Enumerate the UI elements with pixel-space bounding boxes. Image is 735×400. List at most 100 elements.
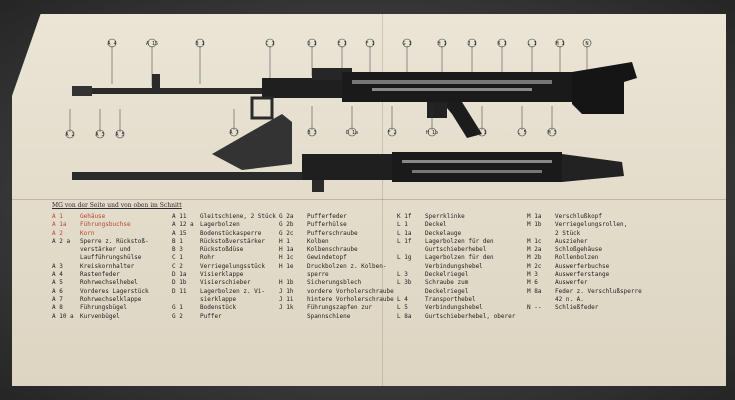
part-code: M 2b <box>527 254 542 262</box>
legend-row: D 1b Visierschieber <box>172 279 276 287</box>
legend-row: 2 Stück <box>527 230 642 238</box>
part-code: D 11 <box>172 287 187 295</box>
callout-label: F 1 <box>365 41 374 47</box>
callout-label: A 15 <box>146 41 158 47</box>
legend-row: A 2 Korn <box>52 230 149 238</box>
legend-row: sperre <box>279 271 394 279</box>
part-description: Verriegelungsstück <box>200 262 266 270</box>
part-description: sierklappe <box>200 295 237 303</box>
part-description: Auszieher <box>555 237 588 245</box>
part-description: Auswerfer <box>555 279 588 287</box>
part-description: Rohr <box>200 254 215 262</box>
part-code: G 2c <box>279 229 294 237</box>
gun-side-view <box>72 62 637 138</box>
part-code: A 8 <box>52 304 63 312</box>
callout-label: K 1 <box>477 130 486 136</box>
part-code: L 1a <box>397 229 412 237</box>
legend-row: Verbindungshebel <box>397 263 515 271</box>
callout-label: L 1 <box>527 41 536 47</box>
part-code: H 1a <box>279 246 294 254</box>
fold-line-horizontal <box>12 199 726 200</box>
part-code: A 5 <box>52 279 63 287</box>
part-code: A 7 <box>52 295 63 303</box>
part-code: D 1a <box>172 271 187 279</box>
part-code: C 1 <box>172 254 183 262</box>
part-description: Sperrklinke <box>425 213 465 220</box>
part-description: Sperre z. Rückstoß- <box>80 237 149 245</box>
part-description: Schloßgehäuse <box>555 246 602 254</box>
callout-label: A 5 <box>115 132 124 138</box>
legend-row: M 2a Schloßgehäuse <box>527 246 642 254</box>
part-code: M 2a <box>527 246 542 254</box>
part-description: Führungsbuchse <box>80 221 131 229</box>
part-code: H 1b <box>279 279 294 287</box>
part-description: Pufferfeder <box>307 213 347 220</box>
part-description: Verschlußkopf <box>555 213 602 220</box>
part-description: Pufferhülse <box>307 221 347 229</box>
part-description: Gurtschieberhebel <box>425 246 487 254</box>
part-description: Laufführungshülse <box>80 254 142 262</box>
callout-leaders-bottom <box>69 106 553 132</box>
part-description: Deckelriegel <box>425 287 469 295</box>
part-code: M 1a <box>527 213 542 220</box>
part-code: A 3 <box>52 262 63 270</box>
part-code: L 8a <box>397 312 412 320</box>
part-description: Kolben <box>307 237 329 245</box>
part-description: 2 Stück <box>555 229 581 237</box>
part-description: Schraube zum <box>425 279 469 287</box>
part-code: J 1h <box>279 287 294 295</box>
part-code: A 2 <box>52 229 63 237</box>
part-description: Lagerbolzen für den <box>425 237 494 245</box>
callout-label: C 1 <box>265 41 274 47</box>
legend-row: M 1a Verschlußkopf <box>527 213 642 221</box>
part-description: Deckel <box>425 221 447 229</box>
part-code: M 8a <box>527 287 542 295</box>
part-description: Lagerbolzen <box>200 221 240 229</box>
callout-label: D 1a <box>346 130 358 136</box>
part-code: M 2c <box>527 262 542 270</box>
part-code: L 1g <box>397 254 412 262</box>
part-code: H 1 <box>279 237 290 245</box>
part-description: Bodenstückasperre <box>200 229 262 237</box>
callout-label: F 2 <box>387 130 396 136</box>
part-description: vordere Vorholerschraube <box>307 287 394 295</box>
fold-line-vertical <box>382 14 383 386</box>
part-description: Kurvenbügel <box>80 312 120 320</box>
part-description: Verbindungshebel <box>425 304 483 312</box>
part-code: D 1b <box>172 279 187 287</box>
part-description: Korn <box>80 229 95 237</box>
part-description: Vorderes Lagerstück <box>80 287 149 295</box>
part-description: Verriegelungsrollen, <box>555 221 628 229</box>
callout-label: K 1 <box>497 41 506 47</box>
legend-row: sierklappe <box>172 296 276 304</box>
part-code: A 6 <box>52 287 63 295</box>
legend-row: Gurtschieberhebel <box>397 246 515 254</box>
part-description: verstärker und <box>80 246 131 254</box>
part-description: Visierschieber <box>200 279 251 287</box>
part-code: H 1e <box>279 262 294 270</box>
callout-label: D 1 <box>307 41 316 47</box>
part-description: Führungszapfen zur <box>307 304 373 312</box>
part-description: Verbindungshebel <box>425 262 483 270</box>
callout-label: E 1 <box>337 41 346 47</box>
